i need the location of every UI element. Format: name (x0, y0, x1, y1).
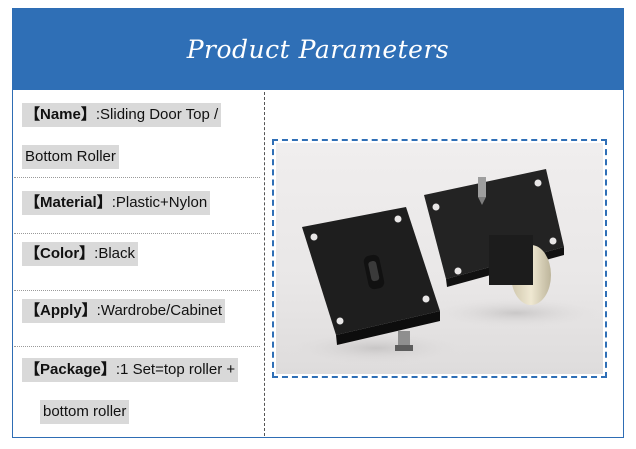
row-separator (14, 233, 260, 234)
param-name-key: 【Name】 (25, 106, 96, 123)
param-package-line2: bottom roller (40, 400, 130, 424)
param-name-line2: Bottom Roller (22, 145, 119, 169)
param-material: 【Material】:Plastic+Nylon (22, 191, 211, 215)
param-material-key: 【Material】 (25, 194, 112, 211)
param-color: 【Color】:Black (22, 242, 139, 266)
param-package-line1: 【Package】:1 Set=top roller + (22, 358, 239, 382)
param-name-value-1: :Sliding Door Top / (95, 106, 219, 123)
roller-illustration (281, 169, 603, 366)
param-color-value: :Black (94, 245, 136, 262)
product-photo (276, 143, 603, 374)
param-package-value-1: :1 Set=top roller + (115, 361, 236, 378)
param-apply-key: 【Apply】 (25, 302, 97, 319)
param-package-value-2: bottom roller (43, 403, 127, 420)
bottom-roller (302, 207, 440, 351)
row-separator (14, 177, 260, 178)
param-color-key: 【Color】 (25, 245, 95, 262)
header-banner: Product Parameters (13, 9, 623, 90)
row-separator (14, 346, 260, 347)
param-package-key: 【Package】 (25, 361, 116, 378)
param-apply-value: :Wardrobe/Cabinet (96, 302, 223, 319)
table-frame (12, 8, 624, 438)
param-name-value-2: Bottom Roller (25, 148, 116, 165)
param-name-line1: 【Name】:Sliding Door Top / (22, 103, 222, 127)
row-separator (14, 290, 260, 291)
page-title: Product Parameters (186, 35, 450, 64)
top-roller (424, 169, 564, 305)
column-divider (264, 92, 265, 436)
param-apply: 【Apply】:Wardrobe/Cabinet (22, 299, 226, 323)
param-material-value: :Plastic+Nylon (111, 194, 208, 211)
